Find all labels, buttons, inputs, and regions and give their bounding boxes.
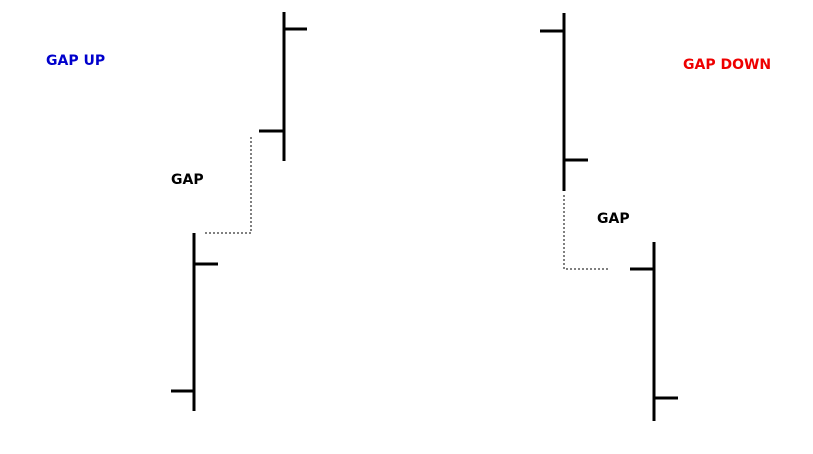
gap-up-connector [205,137,252,234]
gap-down-gap-label: GAP [597,211,630,227]
gap-up-lower-bar [171,233,218,411]
gap-up-title: GAP UP [46,53,106,69]
gap-down-connector [563,195,610,270]
gap-up-gap-label: GAP [171,172,204,188]
gap-up-upper-bar [259,12,307,161]
gap-down-lower-bar [630,242,678,421]
gap-down-title: GAP DOWN [683,57,772,73]
gap-down-upper-bar [540,13,588,191]
